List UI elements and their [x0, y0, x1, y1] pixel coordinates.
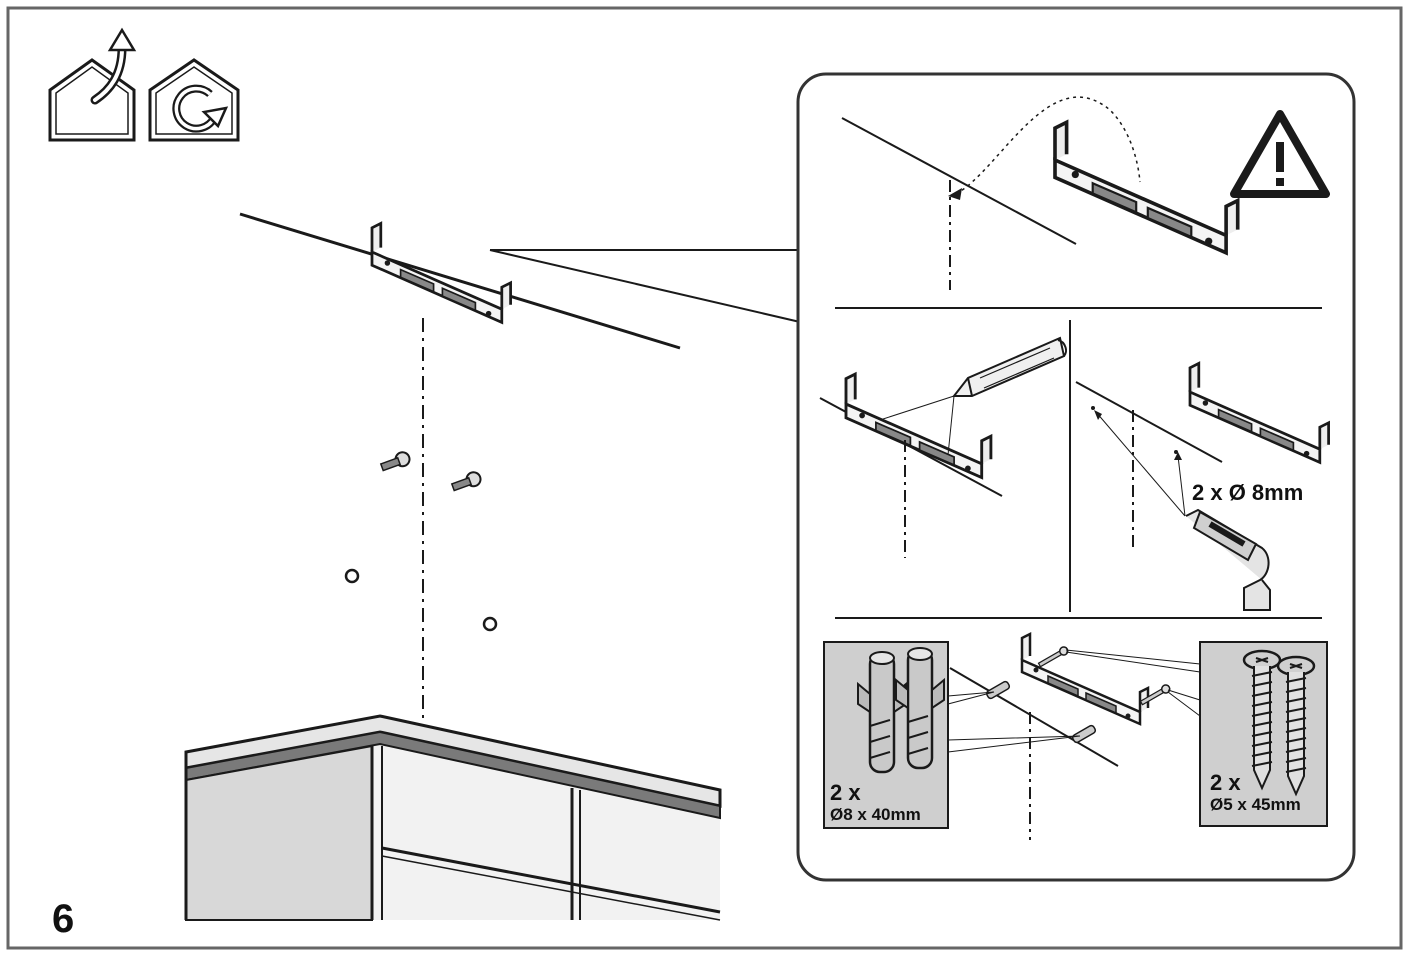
recirculation-icon: [148, 58, 240, 142]
screw-small: [1139, 684, 1171, 706]
screw-qty: 2 x: [1210, 770, 1241, 795]
ceiling-line: [239, 212, 681, 350]
outer-frame: [6, 6, 1403, 950]
screw-installed: [450, 471, 482, 492]
wall-plug-size: Ø8 x 40mm: [830, 805, 921, 824]
substep-drill-holes: 2 x Ø 8mm: [1075, 362, 1330, 611]
drill-hole: [344, 568, 360, 584]
cabinet: [184, 714, 722, 921]
screw-small: [1037, 646, 1069, 668]
wall-bracket: [370, 222, 512, 324]
pencil-icon: [951, 336, 1067, 397]
step-number: 6: [52, 897, 74, 941]
wall-plug-small: [985, 680, 1011, 700]
warning-icon: [1230, 110, 1330, 198]
substep-mark-holes: [819, 336, 1067, 558]
screw-size: Ø5 x 45mm: [1210, 795, 1301, 814]
leader-lines: [947, 649, 1201, 753]
main-wall-scene: [239, 212, 681, 720]
substep-position-bracket: [841, 96, 1330, 290]
drill-size-label: 2 x Ø 8mm: [1192, 480, 1303, 505]
screw-installed: [379, 451, 411, 472]
callout-pointer: [489, 249, 801, 323]
drill-hole: [482, 616, 498, 632]
drill-icon: [1185, 508, 1271, 611]
wall-plug-qty: 2 x: [830, 780, 861, 805]
ventilation-extraction-icon: [48, 27, 137, 142]
wall-plug-small: [1071, 724, 1097, 744]
substep-fix-bracket: 2 x Ø8 x 40mm 2 x Ø5 x 45mm: [823, 632, 1328, 840]
